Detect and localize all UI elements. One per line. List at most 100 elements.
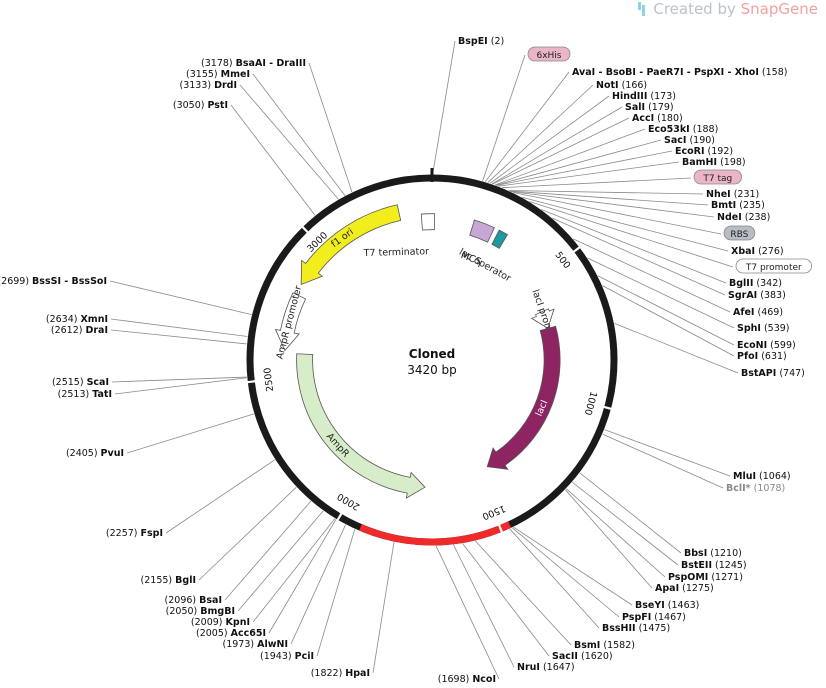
site-label: BbsI (1210) xyxy=(684,548,742,559)
site-label: Eco53kI (188) xyxy=(648,124,718,135)
leader-line xyxy=(491,106,623,185)
leader-line xyxy=(572,481,679,566)
chip-6xhis xyxy=(527,46,571,62)
leader-line xyxy=(512,192,722,235)
watermark-created-by: Created by xyxy=(653,0,736,18)
tick-mark xyxy=(571,246,581,255)
site-label: (1698) NcoI xyxy=(438,674,496,685)
site-label: SphI (539) xyxy=(737,323,790,334)
leader-line xyxy=(237,510,324,612)
leader-line xyxy=(372,542,395,674)
site-label: (2513) TatI xyxy=(58,389,112,400)
site-label: PspOMI (1271) xyxy=(668,572,743,583)
site-label: BssHII (1475) xyxy=(602,623,670,634)
leader-line xyxy=(487,84,594,183)
leader-line xyxy=(614,322,739,374)
leader-line xyxy=(484,71,570,183)
site-label: BclI* (1078) xyxy=(726,483,785,494)
tick-label-1000: 1000 xyxy=(582,390,599,416)
tick-mark xyxy=(601,405,612,411)
leader-line xyxy=(165,459,276,534)
leader-line xyxy=(224,500,312,601)
tick-label-1500: 1500 xyxy=(480,502,507,521)
leader-line xyxy=(462,543,550,657)
leader-line xyxy=(110,318,248,337)
leader-line xyxy=(509,528,600,629)
leader-line xyxy=(587,257,735,329)
leader-line xyxy=(198,486,297,581)
site-label: BseYI (1463) xyxy=(635,600,699,611)
feature-f1-ori xyxy=(300,204,402,286)
plasmid-size: 3420 bp xyxy=(407,363,457,377)
site-label: (2096) BsaI xyxy=(165,595,222,606)
leader-line xyxy=(602,285,735,357)
site-label: (3050) PstI xyxy=(173,100,228,111)
tick-label-2000: 2000 xyxy=(335,490,361,512)
leader-line xyxy=(552,217,726,296)
leader-line xyxy=(308,62,353,193)
leader-line xyxy=(110,329,247,345)
tick-label-500: 500 xyxy=(552,250,572,271)
site-label: NdeI (238) xyxy=(717,212,770,223)
site-label: SacII (1620) xyxy=(552,651,613,662)
leader-line xyxy=(453,544,515,668)
site-label: EcoNI (599) xyxy=(737,340,796,351)
site-label: MluI (1064) xyxy=(733,471,791,482)
site-label: BspEI (2) xyxy=(458,36,504,47)
site-label: BmtI (235) xyxy=(711,200,765,211)
leader-line xyxy=(508,190,704,195)
site-label: BstAPI (747) xyxy=(741,368,805,379)
site-label: BstEII (1245) xyxy=(681,560,747,571)
chip-rbs xyxy=(723,225,756,241)
leader-line xyxy=(604,429,731,477)
site-label: (2612) DraI xyxy=(51,325,108,336)
leader-line xyxy=(239,84,339,200)
feature-lac-operator xyxy=(491,229,509,249)
leader-line xyxy=(111,376,247,383)
site-label: (3133) DrdI xyxy=(179,80,237,91)
chip-label: RBS xyxy=(730,230,748,240)
tick-mark xyxy=(497,522,504,533)
leader-line xyxy=(482,54,526,182)
site-label: EcoRI (192) xyxy=(675,146,733,157)
feature-laci-promoter xyxy=(530,308,555,329)
leader-line xyxy=(252,73,346,196)
feature-ampr xyxy=(296,353,426,499)
plasmid-backbone xyxy=(246,168,618,546)
tick-mark xyxy=(336,511,344,521)
leader-line xyxy=(501,177,692,189)
site-label: NotI (166) xyxy=(596,80,647,91)
leader-line xyxy=(492,117,630,185)
chip-label: 6xHis xyxy=(536,51,561,61)
leader-line xyxy=(522,197,729,252)
watermark-brand: SnapGene xyxy=(740,0,818,18)
plasmid-name: Cloned xyxy=(409,347,455,361)
site-label: (2155) BglI xyxy=(141,575,196,586)
site-label: (2515) ScaI xyxy=(52,377,109,388)
leader-line xyxy=(579,472,682,554)
site-label: HindIII (173) xyxy=(612,91,676,102)
site-label: (2005) Acc65I xyxy=(196,628,266,639)
leader-line xyxy=(495,139,662,186)
feature-label-lac-operator: lac operator xyxy=(457,247,513,285)
site-label: (3155) MmeI xyxy=(186,69,250,80)
leader-line xyxy=(509,190,709,206)
snapgene-watermark: Created by SnapGene xyxy=(637,0,818,18)
leader-line xyxy=(114,377,247,395)
site-label: (2699) BssSI - BssSoI xyxy=(0,276,107,287)
leader-line xyxy=(496,150,673,186)
site-label: AfeI (469) xyxy=(733,307,783,318)
site-label: XbaI (276) xyxy=(731,246,784,257)
site-label: AccI (180) xyxy=(632,113,683,124)
site-label: BglII (342) xyxy=(729,278,782,289)
leader-line xyxy=(435,545,500,680)
chip-t7-promoter xyxy=(735,258,812,274)
site-label: BsmI (1582) xyxy=(574,640,635,651)
leader-line xyxy=(432,40,456,175)
tick-mark xyxy=(301,225,311,235)
highlighted-region xyxy=(359,521,512,546)
site-label: (1822) HpaI xyxy=(311,668,370,679)
leader-line xyxy=(529,201,734,268)
chip-label: T7 tag xyxy=(702,174,732,184)
